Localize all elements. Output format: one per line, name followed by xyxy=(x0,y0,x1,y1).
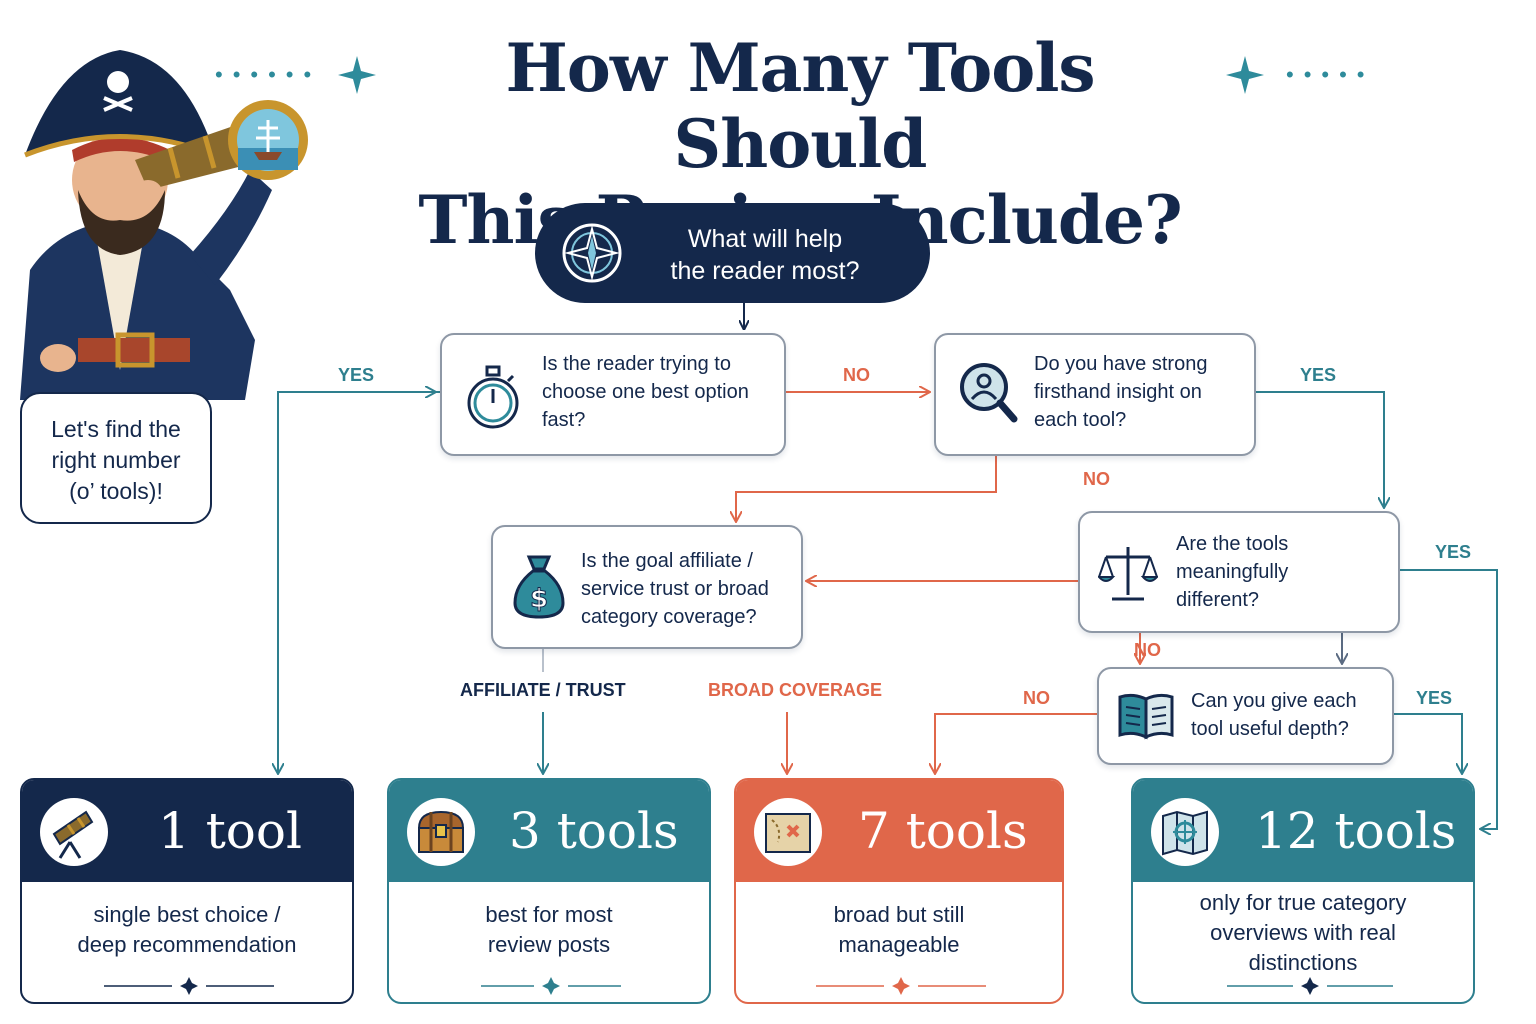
outcome-12-tools: 12 tools only for true category overview… xyxy=(1131,778,1475,1004)
outcome-count: 7 tools xyxy=(858,802,1028,860)
icon-circle xyxy=(40,798,108,866)
start-node: What will help the reader most? xyxy=(535,203,930,303)
question-choose-fast: Is the reader trying to choose one best … xyxy=(440,333,786,456)
outcome-desc-line-3: distinctions xyxy=(1248,950,1358,975)
label-q4-no: NO xyxy=(1134,640,1161,660)
question-firsthand-insight: Do you have strong firsthand insight on … xyxy=(934,333,1256,456)
outcome-count: 12 tools xyxy=(1255,802,1457,860)
outcome-count: 3 tools xyxy=(509,802,679,860)
q4-line-1: Are the tools xyxy=(1176,533,1289,555)
outcome-description: only for true category overviews with re… xyxy=(1133,888,1473,978)
q4-line-2: meaningfully xyxy=(1176,561,1289,583)
outcome-desc-line-1: best for most xyxy=(485,902,613,927)
q4-line-3: different? xyxy=(1176,589,1260,611)
compass-icon xyxy=(562,223,622,283)
label-affiliate-trust: AFFILIATE / TRUST xyxy=(460,680,626,700)
question-goal: $ Is the goal affiliate / service trust … xyxy=(491,525,803,649)
q3-line-3: category coverage? xyxy=(581,606,757,628)
title-line-1: How Many Tools Should xyxy=(505,29,1095,183)
question-useful-depth: Can you give each tool useful depth? xyxy=(1097,667,1394,765)
label-broad-coverage: BROAD COVERAGE xyxy=(708,680,883,700)
outcome-desc-line-2: manageable xyxy=(838,932,960,957)
outcome-count: 1 tool xyxy=(158,802,302,860)
q3-line-2: service trust or broad xyxy=(581,578,769,600)
money-bag-icon: $ xyxy=(513,555,565,619)
speech-line-1: Let's find the xyxy=(51,416,181,442)
q2-line-1: Do you have strong xyxy=(1034,353,1208,375)
outcome-desc-line-1: only for true category xyxy=(1199,890,1407,915)
outcome-7-tools: 7 tools broad but still manageable xyxy=(734,778,1064,1004)
svg-text:$: $ xyxy=(530,584,548,614)
ornament-divider xyxy=(816,977,986,995)
icon-circle xyxy=(754,798,822,866)
icon-circle xyxy=(1151,798,1219,866)
outcome-description: single best choice / deep recommendation xyxy=(22,900,352,960)
q2-line-2: firsthand insight on xyxy=(1034,381,1202,403)
speech-line-2: right number xyxy=(51,447,181,473)
label-q5-yes: YES xyxy=(1416,688,1453,708)
scales-icon xyxy=(1098,547,1158,601)
outcome-description: broad but still manageable xyxy=(736,900,1062,960)
arrow-q4-yes xyxy=(1396,569,1498,829)
start-line-1: What will help xyxy=(687,225,843,253)
arrow-q2-yes xyxy=(1252,391,1384,506)
telescope-icon xyxy=(52,810,94,859)
label-q5-no: NO xyxy=(1023,688,1050,708)
q5-line-2: tool useful depth? xyxy=(1191,718,1349,740)
label-q1-yes: YES xyxy=(338,365,375,385)
ornament-divider xyxy=(481,977,621,995)
book-icon xyxy=(1118,693,1174,740)
arrow-q5-yes xyxy=(1390,713,1462,772)
ornament-divider xyxy=(1227,977,1393,995)
arrow-q5-no xyxy=(935,713,1097,772)
label-q2-no: NO xyxy=(1083,469,1110,489)
q5-line-1: Can you give each xyxy=(1191,690,1357,712)
outcome-desc-line-2: overviews with real xyxy=(1210,920,1396,945)
sparkle-right-icon xyxy=(1226,56,1264,94)
speech-line-3: (o’ tools)! xyxy=(69,478,163,504)
outcome-desc-line-1: single best choice / xyxy=(93,902,281,927)
pirate-illustration xyxy=(20,50,308,400)
label-q2-yes: YES xyxy=(1300,365,1337,385)
outcome-3-tools: 3 tools best for most review posts xyxy=(387,778,711,1004)
arrow-q2-no xyxy=(736,452,997,520)
q3-line-1: Is the goal affiliate / xyxy=(581,550,753,572)
arrow-q1-yes xyxy=(278,391,440,772)
q2-line-3: each tool? xyxy=(1034,409,1127,431)
sparkle-left-icon xyxy=(338,56,376,94)
treasure-chest-icon xyxy=(417,810,465,853)
start-line-2: the reader most? xyxy=(670,257,860,285)
dots-right: ••••• xyxy=(1286,62,1375,87)
magnifier-icon xyxy=(960,363,1018,423)
label-q1-no: NO xyxy=(843,365,870,385)
stopwatch-icon xyxy=(467,365,519,429)
map-icon xyxy=(1162,810,1208,856)
speech-bubble: Let's find the right number (o’ tools)! xyxy=(20,392,212,524)
ornament-divider xyxy=(104,977,274,995)
dots-left: •••••• xyxy=(215,62,322,87)
q1-line-1: Is the reader trying to xyxy=(542,353,731,375)
outcome-desc-line-2: review posts xyxy=(487,932,611,957)
treasure-map-icon xyxy=(765,813,811,853)
q1-line-2: choose one best option xyxy=(542,381,749,403)
outcome-description: best for most review posts xyxy=(389,900,709,960)
label-q4-yes: YES xyxy=(1435,542,1472,562)
outcome-desc-line-2: deep recommendation xyxy=(77,932,297,957)
q1-line-3: fast? xyxy=(542,409,586,431)
icon-circle xyxy=(407,798,475,866)
outcome-1-tool: 1 tool single best choice / deep recomme… xyxy=(20,778,354,1004)
outcome-desc-line-1: broad but still xyxy=(833,902,965,927)
question-meaningfully-different: Are the tools meaningfully different? xyxy=(1078,511,1400,633)
